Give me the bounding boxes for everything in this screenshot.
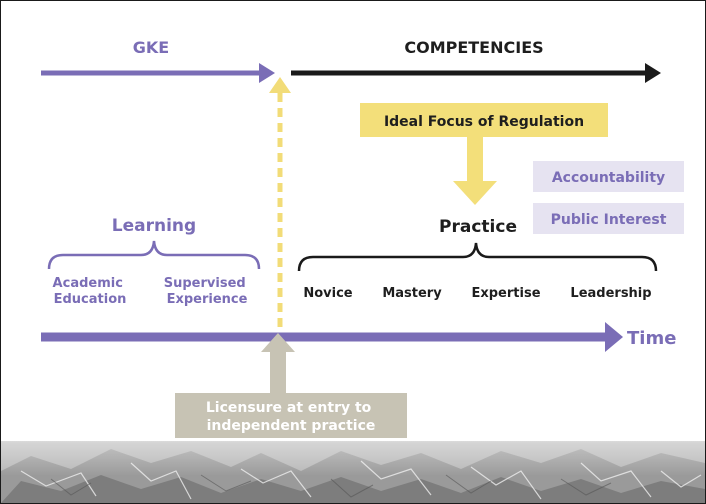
practice-label: Practice: [439, 217, 517, 237]
practice-brace: [297, 242, 658, 272]
licensure-dashed-arrowhead: [269, 77, 291, 93]
academic-education-label: Academic Education: [53, 276, 128, 307]
time-label: Time: [627, 328, 676, 349]
competencies-arrow: [291, 63, 661, 83]
licensure-arrow: [175, 333, 407, 438]
supervised-line-1: Supervised: [164, 276, 246, 291]
supervised-line-2: Experience: [167, 292, 248, 307]
gke-arrow: [41, 63, 275, 83]
licensure-label: Licensure at entry to independent practi…: [206, 400, 376, 434]
rock-texture: [1, 426, 705, 503]
competencies-label: COMPETENCIES: [404, 38, 543, 57]
stage-mastery: Mastery: [382, 286, 442, 301]
stage-novice: Novice: [303, 286, 352, 301]
stage-expertise: Expertise: [471, 286, 540, 301]
academic-line-1: Academic: [53, 276, 123, 291]
learning-brace: [47, 240, 261, 270]
accountability-box: [533, 161, 684, 192]
licensure-line-1: Licensure at entry to: [206, 400, 372, 416]
public-interest-label: Public Interest: [551, 212, 667, 228]
academic-line-2: Education: [54, 292, 127, 307]
accountability-label: Accountability: [552, 170, 665, 186]
ideal-focus-box: [360, 103, 608, 205]
learning-label: Learning: [112, 216, 196, 236]
supervised-experience-label: Supervised Experience: [164, 276, 250, 307]
time-arrow: [41, 322, 623, 352]
stage-leadership: Leadership: [570, 286, 651, 301]
public-interest-box: [533, 203, 684, 234]
ideal-focus-label: Ideal Focus of Regulation: [384, 114, 584, 130]
gke-label: GKE: [133, 38, 169, 57]
licensure-line-2: independent practice: [207, 418, 376, 434]
